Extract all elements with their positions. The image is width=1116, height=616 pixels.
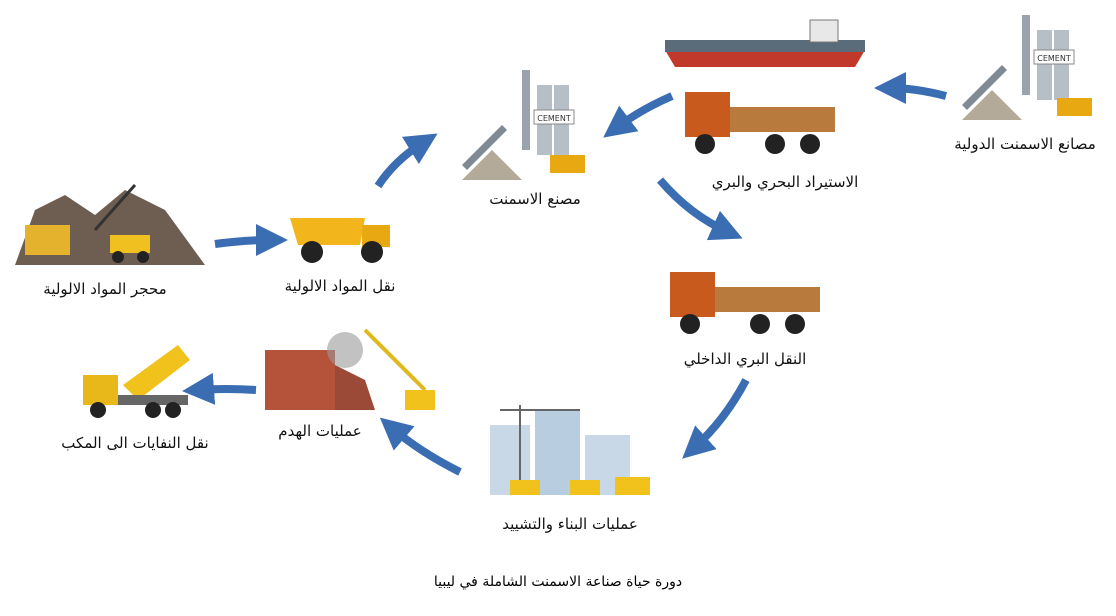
arrow-construction-to-demolition [379,417,462,476]
cement-plant-label: مصنع الاسمنت [489,190,581,208]
demolition-icon [265,325,440,419]
intl-plants-label: مصانع الاسمنت الدولية [954,135,1096,153]
construction-icon [470,405,655,504]
construction-label: عمليات البناء والتشييد [502,515,638,533]
inland-transport-label: النقل البري الداخلي [683,350,807,368]
waste-transport-label: نقل النفايات الى المكب [61,434,209,452]
arrow-plant-to-inland [656,177,743,241]
log-truck-icon [685,82,840,164]
arrow-transport-to-plant [374,133,438,189]
arrow-import-to-plant [603,92,674,138]
arrow-inland-to-construction [682,378,750,459]
quarry-label: محجر المواد الالولية [43,280,167,298]
demolition-label: عمليات الهدم [278,422,362,440]
ship-icon [665,15,865,74]
figure-caption: دورة حياة صناعة الاسمنت الشاملة في ليبيا [433,574,683,590]
cement-plant-icon: CEMENT [462,65,602,184]
svg-text:CEMENT: CEMENT [537,114,571,123]
truck-icon [670,262,825,344]
tipper-truck-icon [78,340,193,424]
arrow-intl-to-import [874,72,947,105]
import-label: الاستيراد البحري والبري [711,173,859,191]
quarry-icon [15,180,205,269]
arrow-demolition-to-waste [182,372,257,405]
dump-truck-icon [290,210,395,269]
svg-text:CEMENT: CEMENT [1037,54,1071,63]
arrow-quarry-to-transport [214,224,288,257]
intl-cement-plant-icon: CEMENT [962,10,1102,124]
raw-transport-label: نقل المواد الالولية [284,277,396,295]
